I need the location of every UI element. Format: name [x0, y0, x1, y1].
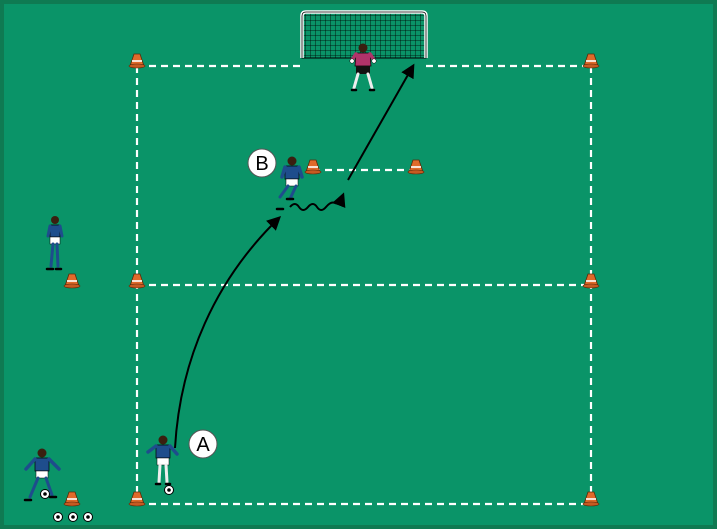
soccer-ball-icon — [41, 490, 50, 499]
label-a: A — [189, 430, 217, 458]
soccer-ball-icon — [69, 513, 78, 522]
soccer-ball-icon — [84, 513, 93, 522]
label-a-text: A — [196, 434, 210, 456]
soccer-ball-icon — [165, 486, 174, 495]
pitch-surface — [4, 4, 713, 525]
label-b-text: B — [255, 153, 268, 175]
soccer-ball-icon — [54, 513, 63, 522]
label-b: B — [248, 149, 276, 177]
